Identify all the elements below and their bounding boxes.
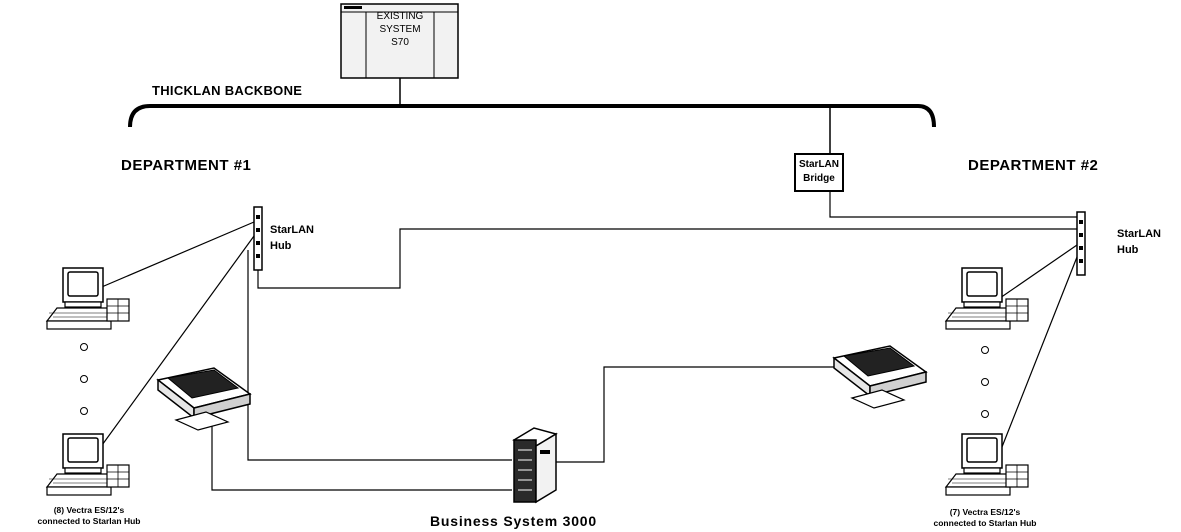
server-icon — [512, 427, 558, 504]
computer-icon — [46, 267, 130, 330]
department-2-title: DEPARTMENT #2 — [968, 157, 1099, 174]
computer-icon — [945, 267, 1029, 330]
mainframe-icon — [340, 3, 459, 79]
computer-icon — [945, 433, 1029, 496]
business-system-label: Business System 3000 — [430, 513, 597, 529]
ellipsis-dot — [80, 343, 88, 351]
bridge-label: StarLAN Bridge — [798, 159, 839, 184]
ellipsis-dot — [981, 410, 989, 418]
computer-icon — [46, 433, 130, 496]
ellipsis-dot — [981, 346, 989, 354]
department-1-title: DEPARTMENT #1 — [121, 157, 252, 174]
printer-icon — [157, 367, 251, 431]
backbone-label: THICKLAN BACKBONE — [152, 83, 303, 98]
hub-2-label: StarLAN Hub — [1117, 228, 1162, 256]
ellipsis-dot — [80, 407, 88, 415]
ellipsis-dot — [981, 378, 989, 386]
department-2-caption: (7) Vectra ES/12's connected to Starlan … — [933, 507, 1037, 528]
existing-system-label: EXISTING SYSTEM S70 — [376, 11, 424, 48]
hub-icon — [1076, 211, 1086, 276]
starlan-bridge — [794, 153, 844, 192]
department-1-caption: (8) Vectra ES/12's connected to Starlan … — [37, 505, 141, 526]
thicklan-backbone — [128, 104, 936, 128]
hub-1-label: StarLAN Hub — [270, 224, 315, 252]
ellipsis-dot — [80, 375, 88, 383]
hub-icon — [253, 206, 263, 271]
printer-icon — [833, 345, 927, 409]
